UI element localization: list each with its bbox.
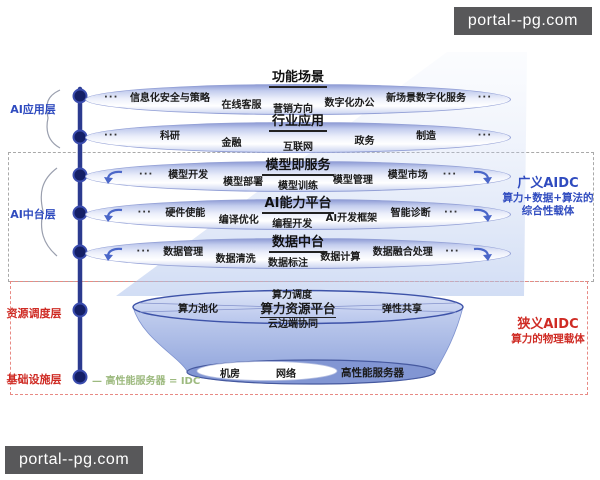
maas-item: 模型管理 [332, 175, 373, 186]
platform-item: AI开发框架 [325, 213, 378, 224]
legend-hp-server-idc: — 高性能服务器 = IDC [92, 376, 201, 387]
middle-layer-brace [40, 167, 58, 257]
funnel-right-label: 弹性共享 [382, 304, 422, 315]
maas-item: 模型部署 [223, 177, 264, 188]
curve-arrow-icon [104, 170, 123, 184]
label-ai-application-layer: AI应用层 [10, 103, 56, 116]
annotation-narrow-aidc: 狭义AIDC 算力的物理载体 [499, 317, 597, 346]
funnel-divider-line [139, 302, 457, 313]
platform-item: 智能诊断 [390, 208, 431, 219]
ellipse-ai-capability-platform: ··· 硬件使能 编译优化 编程开发 AI开发框架 智能诊断 ··· [85, 199, 511, 230]
maas-item: 模型开发 [168, 170, 209, 181]
base-item-network: 网络 [276, 369, 296, 380]
platform-item: 编译优化 [218, 215, 259, 226]
industry-item: 政务 [354, 136, 375, 147]
industry-item: 制造 [416, 131, 437, 142]
ellipsis: ··· [138, 169, 154, 180]
heading-industry-applications: 行业应用 [85, 110, 511, 132]
ellipsis: ··· [477, 92, 492, 103]
data-item: 数据融合处理 [372, 247, 433, 258]
heading-data-middle-platform: 数据中台 [85, 231, 511, 253]
curve-arrow-icon [473, 208, 492, 222]
funnel-center-label: 算力资源平台 [260, 301, 336, 318]
industry-item: 互联网 [283, 142, 313, 153]
ellipsis: ··· [477, 130, 492, 141]
label-infrastructure-layer: 基础设施层 [6, 373, 62, 386]
ellipsis: ··· [445, 246, 460, 257]
scenario-item: 在线客服 [221, 100, 262, 111]
maas-item: 模型市场 [387, 170, 428, 181]
ellipsis: ··· [104, 130, 119, 141]
broad-aidc-line2: 综合性载体 [521, 205, 575, 218]
data-item: 数据标注 [267, 258, 308, 269]
scenario-item: 信息化安全与策略 [129, 93, 210, 104]
base-item-machine-room: 机房 [220, 369, 240, 380]
industry-item: 科研 [159, 131, 180, 142]
ellipsis: ··· [104, 92, 119, 103]
heading-ai-capability-platform: AI能力平台 [85, 192, 511, 214]
scenario-item: 营销方向 [273, 104, 313, 115]
watermark-bottom-left: portal--pg.com [5, 446, 144, 474]
funnel-base-inner [196, 361, 338, 381]
watermark-top-right: portal--pg.com [453, 7, 592, 35]
heading-function-scenarios: 功能场景 [85, 66, 511, 88]
ellipsis: ··· [137, 207, 152, 218]
label-resource-scheduling-layer: 资源调度层 [6, 307, 62, 320]
narrow-aidc-title: 狭义AIDC [517, 317, 579, 332]
ellipse-data-middle-platform: ··· 数据管理 数据清洗 数据标注 数据计算 数据融合处理 ··· [85, 238, 511, 269]
ellipsis: ··· [136, 246, 151, 257]
curve-arrow-icon [104, 208, 123, 222]
funnel-left-label: 算力池化 [178, 304, 218, 315]
label-ai-middle-layer: AI中台层 [10, 208, 56, 221]
scenario-item: 新场景数字化服务 [386, 93, 467, 104]
curve-arrow-icon [473, 247, 492, 261]
ellipse-industry-applications: ··· 科研 金融 互联网 政务 制造 ··· [85, 122, 511, 153]
scenario-item: 数字化办公 [324, 98, 375, 109]
industry-item: 金融 [221, 138, 242, 149]
platform-item: 硬件使能 [165, 208, 206, 219]
layer-nodes [72, 88, 88, 385]
annotation-broad-aidc: 广义AIDC 算力+数据+算法的 综合性载体 [499, 176, 597, 219]
funnel-top-label: 算力调度 [272, 290, 312, 301]
maas-item: 模型训练 [277, 181, 318, 192]
broad-aidc-title: 广义AIDC [517, 176, 579, 191]
heading-model-as-service: 模型即服务 [85, 154, 511, 176]
ellipse-function-scenarios: ··· 信息化安全与策略 在线客服 营销方向 数字化办公 新场景数字化服务 ··… [85, 84, 511, 115]
data-item: 数据计算 [320, 252, 361, 263]
narrow-aidc-line1: 算力的物理载体 [511, 333, 585, 346]
broad-aidc-line1: 算力+数据+算法的 [502, 192, 594, 205]
funnel-top-ellipse [132, 289, 464, 325]
ellipsis: ··· [444, 207, 459, 218]
funnel-bottom-label: 云边端协同 [268, 319, 318, 330]
data-item: 数据清洗 [215, 254, 256, 265]
data-item: 数据管理 [163, 247, 204, 258]
ellipse-model-as-service: ··· 模型开发 模型部署 模型训练 模型管理 模型市场 ··· [85, 161, 511, 192]
curve-arrow-icon [473, 170, 492, 184]
curve-arrow-icon [104, 247, 123, 261]
platform-item: 编程开发 [272, 219, 313, 230]
base-side-label-hp-servers: 高性能服务器 [341, 367, 404, 379]
ellipsis: ··· [442, 169, 458, 180]
app-layer-brace [46, 89, 61, 149]
